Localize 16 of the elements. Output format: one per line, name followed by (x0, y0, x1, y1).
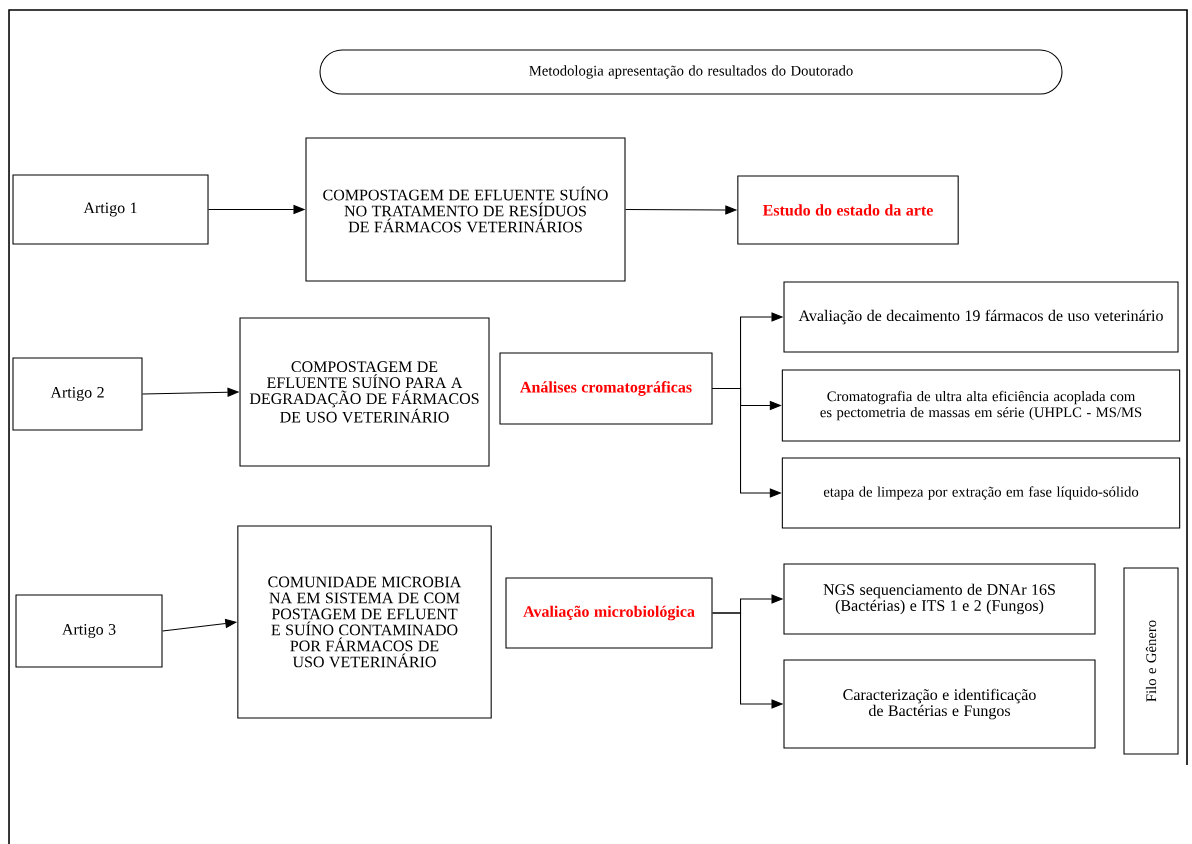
process-box: Avaliação de decaimento 19 fármacos de uso veterinário (783, 281, 1179, 353)
process-box: COMPOSTAGEM DE EFLUENTE SUÍNO NO TRATAMENTO DE RESÍDUOS DE FÁRMACOS VETERINÁRIOS (305, 137, 626, 282)
process-box: NGS sequenciamento de DNAr 16S (Bactérias) e ITS 1 e 2 (Fungos) (783, 563, 1096, 635)
process-box: etapa de limpeza por extração em fase líquido-sólido (781, 457, 1181, 529)
process-box: Artigo 3 (15, 594, 163, 668)
process-box: Artigo 2 (12, 357, 143, 431)
process-box: COMPOSTAGEM DE EFLUENTE SUÍNO PARA A DEGRADAÇÃO DE FÁRMACOS DE USO VETERINÁRIO (239, 317, 490, 467)
process-box: COMUNIDADE MICROBIA NA EM SISTEMA DE COM POSTAGEM DE EFLUENT E SUÍNO CONTAMINADO POR FÁRMACOS DE USO VETERINÁRIO (237, 525, 492, 719)
title-box: Metodologia apresentação do resultados do Doutorado (319, 49, 1063, 95)
highlight-box: Avaliação microbiológica (505, 577, 713, 649)
label-box: Filo e Gênero (1123, 567, 1179, 755)
highlight-box: Análises cromatográficas (499, 352, 713, 425)
process-box: Cromatografia de ultra alta eficiência acoplada com es pectometria de massas em série (UHPLC - MS/MS (781, 369, 1181, 442)
process-box: Artigo 1 (12, 174, 209, 245)
process-box: Caracterização e identificação de Bactérias e Fungos (783, 659, 1096, 749)
highlight-box: Estudo do estado da arte (737, 175, 959, 245)
